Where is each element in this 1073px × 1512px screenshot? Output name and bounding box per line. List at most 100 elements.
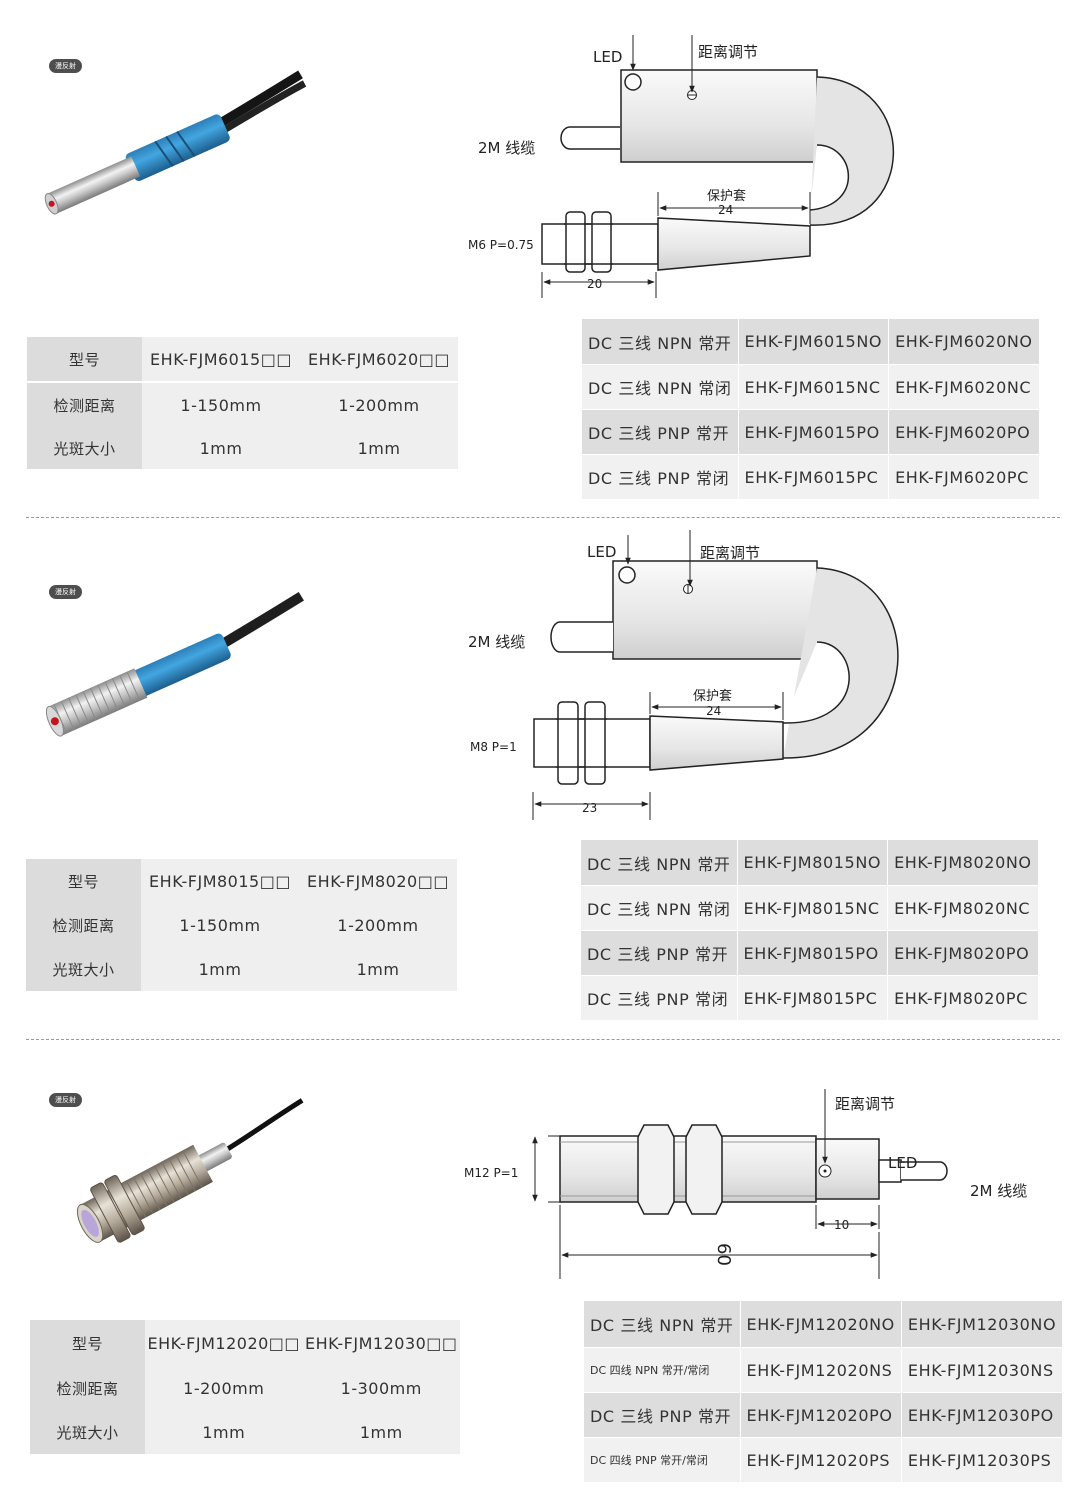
model-header-label: 型号 [27, 337, 142, 381]
spec-value: 1-200mm [300, 383, 458, 427]
spec-value: 1-150mm [142, 383, 300, 427]
model-code: EHK-FJM6015PC [738, 455, 889, 499]
model-code: EHK-FJM12020PO [740, 1393, 901, 1437]
section-divider [26, 1039, 1060, 1040]
cable-label: 2M 线缆 [970, 1182, 1027, 1200]
model-header-label: 型号 [26, 859, 141, 903]
output-type: DC 三线 NPN 常开 [581, 840, 737, 885]
sleeve-label: 保护套 [707, 188, 746, 204]
led-label: LED [593, 48, 622, 66]
thread-label: M6 P=0.75 [468, 238, 534, 252]
product-section-m6: 漫反射 LED 距离调节 2M 线缆 [0, 0, 1073, 510]
model-name: EHK-FJM6015□□ [142, 337, 300, 381]
sleeve-label: 保护套 [693, 688, 732, 704]
led-label: LED [587, 543, 616, 561]
thread-dimension: 23 [582, 801, 597, 815]
model-code: EHK-FJM12030NO [901, 1301, 1063, 1347]
spec-value: 1mm [142, 427, 300, 469]
output-type: DC 三线 NPN 常闭 [581, 886, 737, 930]
spec-value: 1mm [145, 1410, 303, 1454]
model-code: EHK-FJM6020PC [889, 455, 1039, 499]
length-dimension: 60 [713, 1243, 734, 1266]
distance-adjust-label: 距离调节 [698, 43, 758, 61]
output-type: DC 三线 PNP 常开 [582, 410, 738, 454]
model-code: EHK-FJM8020NO [888, 840, 1038, 885]
diffuse-reflection-badge: 漫反射 [49, 1093, 82, 1107]
sleeve-dimension: 24 [718, 203, 733, 217]
distance-adjust-label: 距离调节 [835, 1095, 895, 1113]
led-label: LED [888, 1154, 917, 1172]
cable-label: 2M 线缆 [468, 633, 525, 651]
sensor-photo-m8 [45, 591, 304, 737]
model-name: EHK-FJM8015□□ [141, 859, 299, 903]
spec-value: 1mm [302, 1410, 460, 1454]
model-code: EHK-FJM6020NO [889, 319, 1039, 364]
detection-distance-label: 检测距离 [30, 1366, 145, 1410]
cable-label: 2M 线缆 [478, 139, 535, 157]
spot-size-label: 光斑大小 [30, 1410, 145, 1454]
spec-value: 1mm [300, 427, 458, 469]
model-code: EHK-FJM8020PO [888, 931, 1038, 975]
spec-value: 1mm [141, 947, 299, 991]
model-code: EHK-FJM12020NS [740, 1348, 901, 1392]
model-header-label: 型号 [30, 1320, 145, 1366]
model-name: EHK-FJM12020□□ [145, 1320, 303, 1366]
model-table-m6: DC 三线 NPN 常开 EHK-FJM6015NO EHK-FJM6020NO… [581, 318, 1040, 500]
model-code: EHK-FJM8015PC [737, 976, 888, 1020]
spec-value: 1-200mm [145, 1366, 303, 1410]
led-dimension: 10 [834, 1218, 849, 1232]
thread-dimension: 20 [587, 277, 602, 291]
diffuse-reflection-badge: 漫反射 [49, 585, 82, 599]
spec-value: 1mm [299, 947, 457, 991]
model-name: EHK-FJM6020□□ [300, 337, 458, 381]
model-name: EHK-FJM8020□□ [299, 859, 457, 903]
spec-value: 1-300mm [302, 1366, 460, 1410]
dimension-drawing-m12: 距离调节 LED 2M 线缆 M12 P=1 10 60 [464, 1089, 1027, 1279]
output-type: DC 四线 NPN 常开/常闭 [584, 1348, 740, 1392]
model-code: EHK-FJM6015PO [738, 410, 889, 454]
output-type: DC 三线 PNP 常开 [584, 1393, 740, 1437]
thread-label: M12 P=1 [464, 1166, 518, 1180]
model-code: EHK-FJM8020NC [888, 886, 1038, 930]
spec-table-m8: 型号 EHK-FJM8015□□ EHK-FJM8020□□ 检测距离 1-15… [26, 859, 457, 991]
model-code: EHK-FJM12030PO [901, 1393, 1063, 1437]
spot-size-label: 光斑大小 [27, 427, 142, 469]
model-code: EHK-FJM8015PO [737, 931, 888, 975]
model-code: EHK-FJM6020PO [889, 410, 1039, 454]
spec-value: 1-150mm [141, 903, 299, 947]
product-section-m8: 漫反射 LED 距离调节 2M 线缆 保护套 [0, 520, 1073, 1030]
spec-table-m6: 型号 EHK-FJM6015□□ EHK-FJM6020□□ 检测距离 1-15… [27, 337, 458, 469]
dimension-drawing-m8: LED 距离调节 2M 线缆 保护套 24 M8 P=1 23 [468, 530, 899, 820]
output-type: DC 三线 NPN 常闭 [582, 365, 738, 409]
diffuse-reflection-badge: 漫反射 [49, 59, 82, 73]
model-name: EHK-FJM12030□□ [302, 1320, 460, 1366]
model-code: EHK-FJM8015NO [737, 840, 888, 885]
output-type: DC 四线 PNP 常开/常闭 [584, 1438, 740, 1482]
spec-value: 1-200mm [299, 903, 457, 947]
detection-distance-label: 检测距离 [26, 903, 141, 947]
output-type: DC 三线 PNP 常开 [581, 931, 737, 975]
product-section-m12: 漫反射 距离调节 LED 2M 线 [0, 1042, 1073, 1512]
sensor-photo-m12 [76, 1098, 304, 1243]
spot-size-label: 光斑大小 [26, 947, 141, 991]
model-code: EHK-FJM12030PS [901, 1438, 1063, 1482]
section-divider [26, 517, 1060, 518]
model-code: EHK-FJM12020NO [740, 1301, 901, 1347]
model-code: EHK-FJM12020PS [740, 1438, 901, 1482]
model-code: EHK-FJM8015NC [737, 886, 888, 930]
distance-adjust-label: 距离调节 [700, 544, 760, 562]
model-code: EHK-FJM8020PC [888, 976, 1038, 1020]
dimension-drawing-m6: LED 距离调节 2M 线缆 保护套 24 M6 P=0.75 20 [468, 35, 895, 298]
output-type: DC 三线 PNP 常闭 [582, 455, 738, 499]
output-type: DC 三线 PNP 常闭 [581, 976, 737, 1020]
model-code: EHK-FJM6015NO [738, 319, 889, 364]
sensor-photo-m6 [44, 70, 307, 215]
output-type: DC 三线 NPN 常开 [584, 1301, 740, 1347]
model-code: EHK-FJM6020NC [889, 365, 1039, 409]
sleeve-dimension: 24 [706, 704, 721, 718]
model-code: EHK-FJM6015NC [738, 365, 889, 409]
model-code: EHK-FJM12030NS [901, 1348, 1063, 1392]
spec-table-m12: 型号 EHK-FJM12020□□ EHK-FJM12030□□ 检测距离 1-… [30, 1320, 460, 1454]
thread-label: M8 P=1 [470, 740, 517, 754]
model-table-m8: DC 三线 NPN 常开 EHK-FJM8015NO EHK-FJM8020NO… [580, 839, 1039, 1021]
